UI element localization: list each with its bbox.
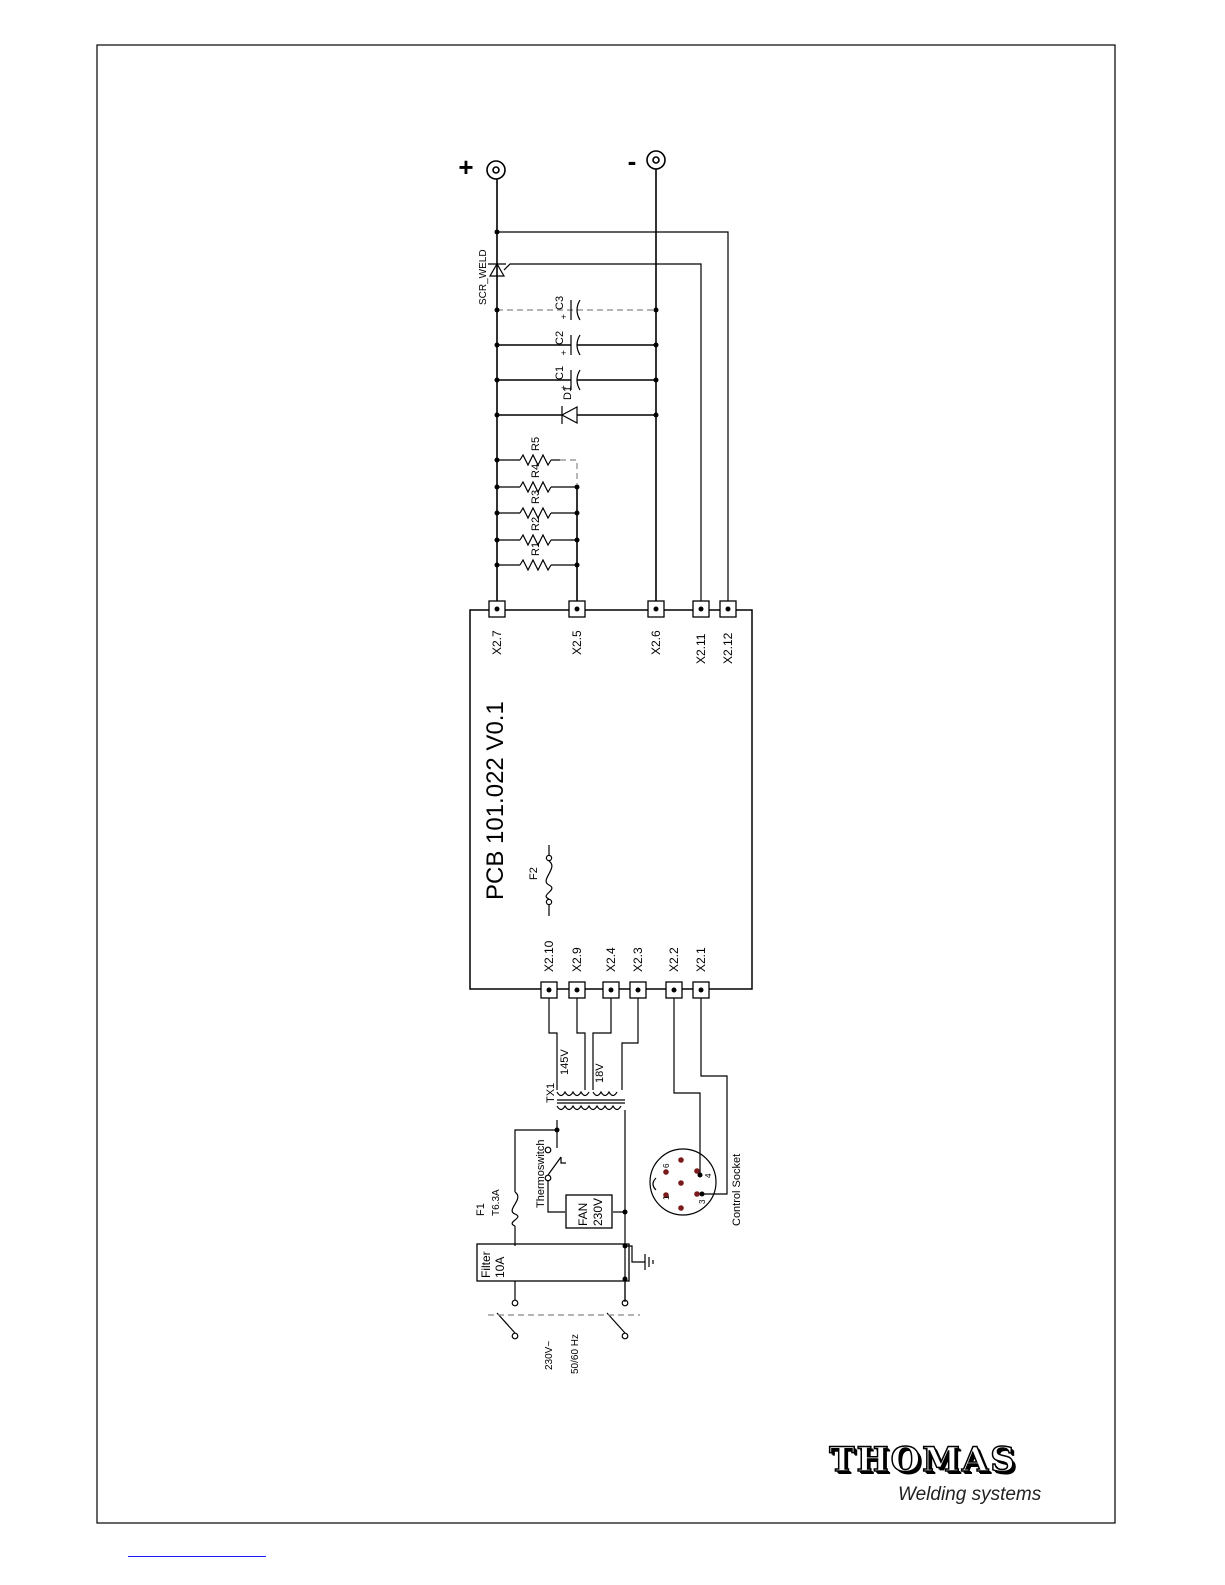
filter-label: Filter: [479, 1251, 493, 1278]
minus-terminal: -: [628, 146, 665, 176]
x2-9-label: X2.9: [570, 947, 584, 972]
capacitor-c2: C2 +: [497, 331, 656, 358]
x2-5-label: X2.5: [570, 630, 584, 655]
mains-switch: 230V~ 50/60 Hz: [488, 1281, 640, 1374]
connector-x2-6: X2.6: [648, 601, 664, 655]
connector-x2-10: X2.10: [541, 940, 557, 998]
f1-rating: T6.3A: [491, 1189, 502, 1216]
connector-x2-9: X2.9: [569, 947, 585, 998]
c3-polarity: +: [561, 312, 566, 322]
connector-x2-11: X2.11: [693, 601, 709, 664]
c2-polarity: +: [561, 348, 566, 358]
scr-weld: SCR_WELD: [478, 249, 701, 610]
x2-10-label: X2.10: [542, 940, 556, 972]
fan-voltage: 230V: [591, 1198, 605, 1226]
x2-11-label: X2.11: [694, 633, 708, 664]
control-socket-label: Control Socket: [731, 1154, 743, 1226]
mains-voltage: 230V~: [544, 1341, 555, 1370]
connector-x2-1: X2.1: [693, 947, 709, 998]
x2-4-label: X2.4: [604, 947, 618, 972]
x2-3-label: X2.3: [631, 947, 645, 972]
connector-x2-2: X2.2: [666, 947, 682, 998]
f2-label: F2: [528, 867, 540, 880]
resistor-r3: R3: [497, 490, 577, 518]
filter-rating: 10A: [493, 1257, 507, 1278]
filter: Filter 10A: [477, 1244, 629, 1281]
tx1-label: TX1: [545, 1083, 557, 1103]
connector-x2-5: X2.5: [569, 601, 585, 655]
minus-sign: -: [628, 146, 637, 176]
r3-label: R3: [530, 490, 542, 504]
brand-tagline: Welding systems: [898, 1484, 1041, 1506]
c3-label: C3: [554, 296, 566, 310]
scr-label: SCR_WELD: [478, 249, 489, 305]
sec-145v-label: 145V: [559, 1049, 571, 1075]
sec-18v-label: 18V: [594, 1063, 606, 1083]
thermoswitch: Thermoswitch: [535, 1140, 566, 1208]
pcb-board: [470, 610, 752, 989]
c1-label: C1: [554, 366, 566, 380]
pin-3-label: 3: [698, 1199, 707, 1204]
connector-x2-4: X2.4: [603, 947, 619, 998]
brand-name: THOMAS: [808, 1440, 1038, 1480]
fan-label: FAN: [576, 1203, 590, 1226]
connector-x2-12: X2.12: [720, 601, 736, 664]
footer-link-underline[interactable]: [128, 1556, 266, 1557]
x2-1-label: X2.1: [694, 947, 708, 972]
r4-label: R4: [530, 464, 542, 478]
page-frame: [97, 45, 1115, 1523]
x2-12-label: X2.12: [721, 632, 735, 664]
x2-6-label: X2.6: [649, 630, 663, 655]
c2-label: C2: [554, 331, 566, 345]
connector-x2-7: X2.7: [489, 601, 505, 655]
resistor-r4: R4: [497, 464, 577, 492]
r1-label: R1: [530, 542, 542, 556]
capacitor-c1: C1 +: [497, 366, 656, 393]
fan: FAN 230V: [566, 1195, 612, 1228]
r2-label: R2: [530, 517, 542, 531]
resistor-r2: R2: [497, 517, 577, 545]
plus-sign: +: [458, 152, 473, 182]
f1-label: F1: [475, 1203, 487, 1216]
mains-frequency: 50/60 Hz: [570, 1334, 581, 1374]
fuse-f1: F1 T6.3A: [475, 1180, 518, 1246]
pin-1-label: 1: [662, 1195, 671, 1200]
r5-label: R5: [530, 437, 542, 451]
x2-2-label: X2.2: [667, 947, 681, 972]
control-socket-wires: [674, 998, 727, 1194]
pcb-title: PCB 101.022 V0.1: [482, 701, 509, 900]
pin-4-label: 4: [704, 1173, 713, 1178]
control-socket: 6 1 3 4 Control Socket: [650, 1149, 743, 1226]
x2-7-label: X2.7: [490, 630, 504, 655]
connector-x2-3: X2.3: [630, 947, 646, 998]
pin-6-label: 6: [662, 1163, 671, 1168]
d1-label: D1: [562, 386, 574, 400]
thermoswitch-label: Thermoswitch: [535, 1140, 547, 1208]
capacitor-c3: C3 +: [497, 296, 656, 322]
fuse-f2: F2: [528, 845, 552, 916]
plus-terminal: +: [458, 152, 505, 182]
resistor-r1: R1: [497, 542, 577, 570]
thomas-logo: THOMAS Welding systems: [808, 1440, 1048, 1510]
diode-d1: D1: [497, 386, 656, 424]
